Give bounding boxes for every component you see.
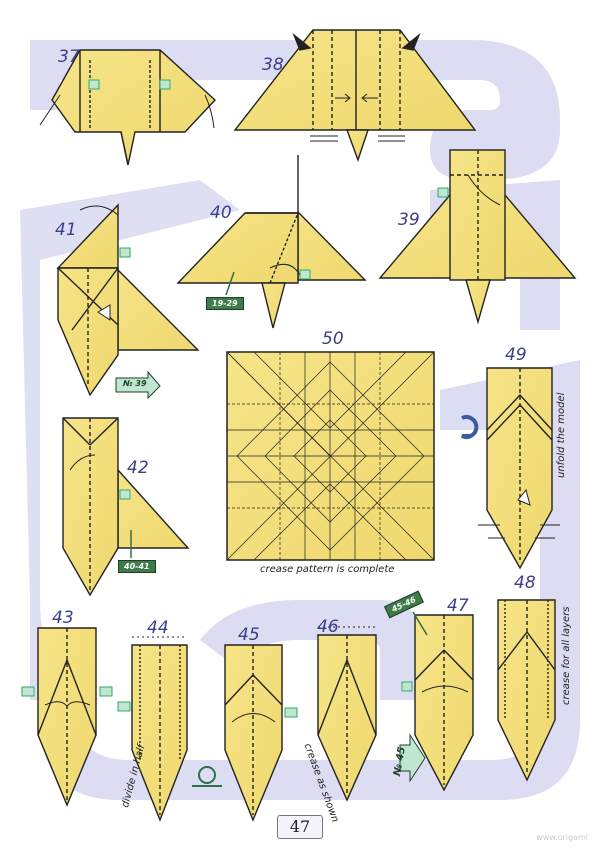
step-ref-tag-19-29: 19-29	[206, 297, 244, 310]
turn-over-icon	[461, 415, 479, 439]
step-48-diagram	[497, 599, 556, 782]
step-number-41: 41	[55, 220, 77, 240]
step-38-diagram	[233, 29, 477, 163]
step-41-diagram	[56, 203, 200, 397]
step-number-47: 47	[447, 596, 469, 616]
step-ref-tag-40-41: 40-41	[118, 560, 156, 573]
step-number-50: 50	[322, 329, 344, 349]
push-arrow-icon	[310, 93, 405, 142]
step-number-46: 46	[317, 617, 339, 637]
step-number-37: 37	[58, 47, 80, 67]
step-number-49: 49	[505, 345, 527, 365]
step-number-43: 43	[52, 608, 74, 628]
step-ref-tag-39: № 39	[123, 379, 147, 388]
step-44-diagram	[117, 636, 188, 822]
crease-all-layers-caption: crease for all layers	[561, 606, 572, 705]
step-39-diagram	[378, 149, 577, 325]
step-47-diagram	[401, 614, 474, 792]
step-number-39: 39	[398, 210, 420, 230]
step-45-diagram	[224, 644, 298, 822]
unfold-caption: unfold the model	[556, 392, 567, 478]
step-number-45: 45	[238, 625, 260, 645]
page-number: 47	[277, 815, 323, 839]
crease-pattern-caption: crease pattern is complete	[260, 564, 395, 575]
step-number-44: 44	[147, 618, 169, 638]
step-number-42: 42	[127, 458, 149, 478]
tag-pointers	[130, 271, 428, 636]
step-42-diagram	[62, 417, 190, 597]
fold-arrow-icon	[115, 370, 426, 783]
step-50-crease-pattern	[226, 351, 435, 561]
step-number-40: 40	[210, 203, 232, 223]
step-37-diagram	[39, 49, 216, 166]
rotate-icon	[192, 766, 222, 787]
step-49-diagram	[478, 367, 560, 570]
watermark: www.origami	[536, 833, 588, 842]
step-40-diagram	[176, 155, 367, 329]
step-number-38: 38	[262, 55, 284, 75]
step-number-48: 48	[514, 573, 536, 593]
step-46-diagram	[317, 626, 377, 802]
step-43-diagram	[21, 627, 113, 807]
